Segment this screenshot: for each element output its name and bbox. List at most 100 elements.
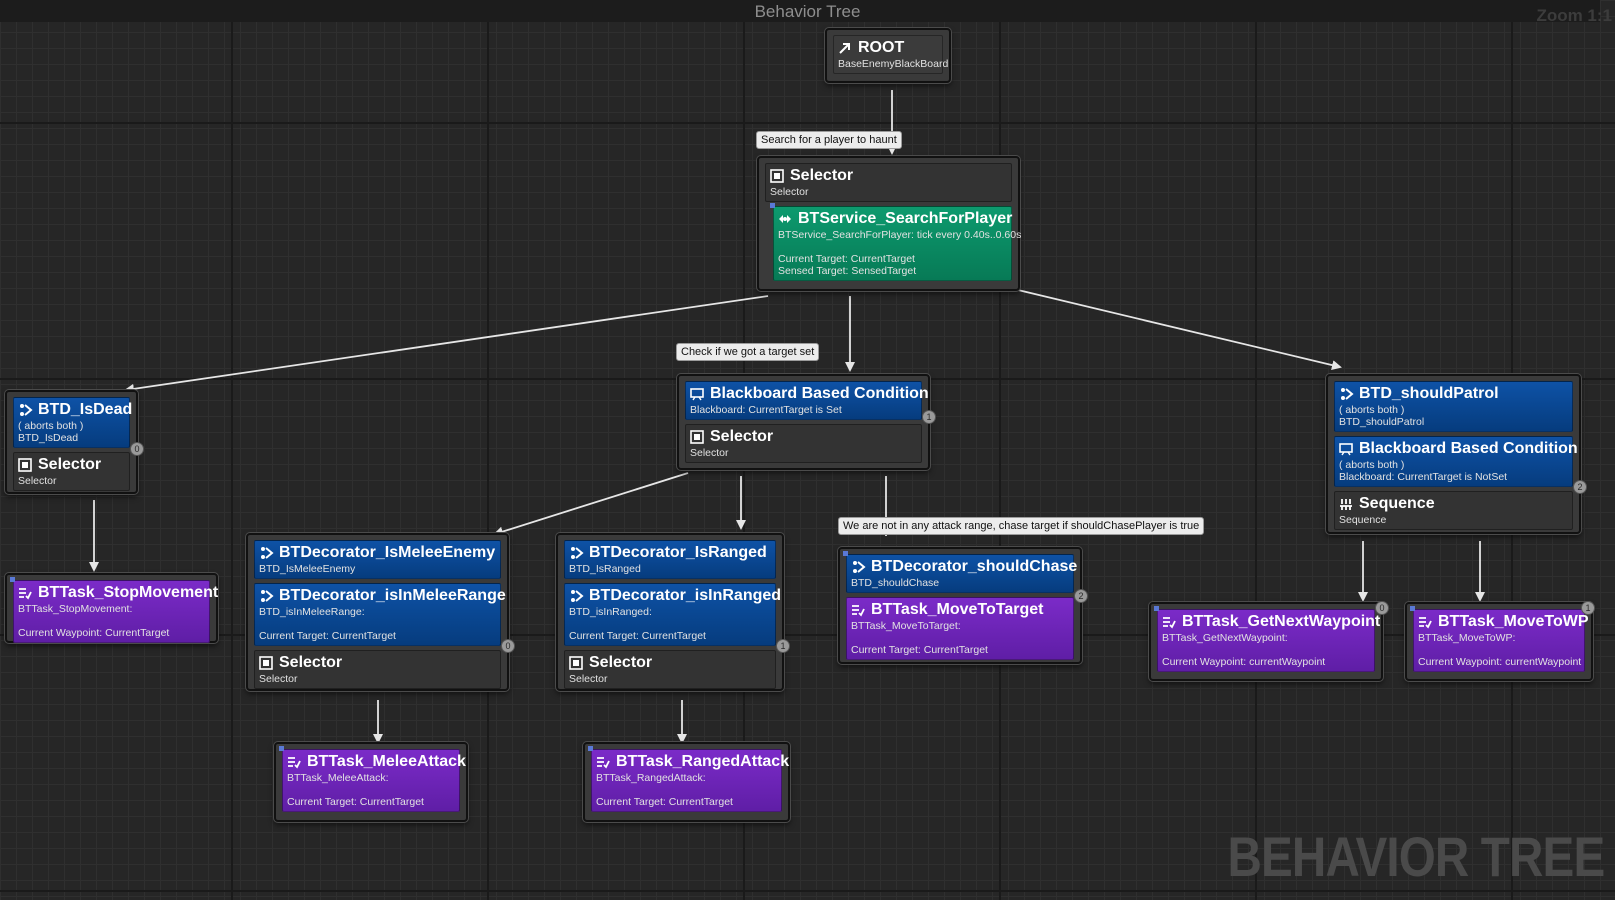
selector-icon xyxy=(18,458,32,472)
is-ranged-decorator[interactable]: BTDecorator_IsRanged BTD_IsRanged xyxy=(564,540,776,579)
blackboard-icon xyxy=(690,388,704,401)
wire-bb-melee xyxy=(493,472,689,537)
move-to-wp-title: BTTask_MoveToWP xyxy=(1438,613,1589,630)
patrol-blackboard-subtitle: Blackboard: CurrentTarget is NotSet xyxy=(1339,471,1508,483)
root-subtitle: BaseEnemyBlackBoard xyxy=(838,58,949,70)
melee-branch-node[interactable]: BTDecorator_IsMeleeEnemy BTD_IsMeleeEnem… xyxy=(246,533,515,691)
comment-chase: We are not in any attack range, chase ta… xyxy=(838,517,1205,535)
patrol-blackboard-aborts: ( aborts both ) xyxy=(1339,459,1405,471)
patrol-sequence-subtitle: Sequence xyxy=(1339,514,1387,526)
execution-index-badge: 0 xyxy=(1375,601,1389,615)
wire-selector-patrol xyxy=(1017,289,1342,371)
in-ranged-decorator[interactable]: BTDecorator_isInRanged BTD_isInRanged: C… xyxy=(564,583,781,646)
task-icon xyxy=(19,588,32,600)
execution-index-badge: 0 xyxy=(130,442,144,456)
root-body: ROOT BaseEnemyBlackBoard xyxy=(833,35,949,74)
execution-index-badge: 2 xyxy=(1573,480,1587,494)
stop-movement-subtitle: BTTask_StopMovement: xyxy=(18,603,133,615)
task-pin xyxy=(1154,606,1159,611)
stop-movement-waypoint: Current Waypoint: CurrentTarget xyxy=(18,627,170,639)
blackboard-selector-title: Selector xyxy=(710,428,774,445)
ranged-attack-node[interactable]: BTTask_RangedAttack BTTask_RangedAttack:… xyxy=(583,742,790,822)
move-to-target-subtitle: BTTask_MoveToTarget: xyxy=(851,620,961,632)
move-to-target-task: BTTask_MoveToTarget BTTask_MoveToTarget:… xyxy=(846,597,1074,660)
behavior-tree-watermark: BEHAVIOR TREE xyxy=(1227,825,1605,888)
melee-attack-task: BTTask_MeleeAttack BTTask_MeleeAttack: C… xyxy=(279,746,466,812)
execution-index-badge: 1 xyxy=(1581,601,1595,615)
melee-attack-node[interactable]: BTTask_MeleeAttack BTTask_MeleeAttack: C… xyxy=(274,742,468,822)
in-melee-range-decorator[interactable]: BTDecorator_isInMeleeRange BTD_isInMelee… xyxy=(254,583,506,646)
patrol-node[interactable]: BTD_shouldPatrol ( aborts both ) BTD_sho… xyxy=(1326,374,1587,534)
move-to-wp-node[interactable]: BTTask_MoveToWP BTTask_MoveToWP: Current… xyxy=(1405,601,1595,681)
patrol-sequence-title: Sequence xyxy=(1359,495,1435,512)
is-melee-enemy-decorator[interactable]: BTDecorator_IsMeleeEnemy BTD_IsMeleeEnem… xyxy=(254,540,501,579)
graph-title-bar xyxy=(0,0,1600,22)
is-dead-subtitle: BTD_IsDead xyxy=(18,432,79,444)
is-melee-enemy-subtitle: BTD_IsMeleeEnemy xyxy=(259,563,356,575)
service-title: BTService_SearchForPlayer xyxy=(798,210,1013,227)
service-icon xyxy=(779,215,791,223)
task-pin xyxy=(10,577,15,582)
decorator-icon xyxy=(1341,388,1354,400)
root-icon xyxy=(839,43,850,54)
should-patrol-decorator[interactable]: BTD_shouldPatrol ( aborts both ) BTD_sho… xyxy=(1334,381,1573,432)
stop-movement-task: BTTask_StopMovement BTTask_StopMovement:… xyxy=(10,577,218,643)
wire-selector-isdead xyxy=(124,295,769,394)
execution-index-badge: 2 xyxy=(1074,589,1088,603)
task-icon xyxy=(1163,617,1176,629)
blackboard-condition-subtitle: Blackboard: CurrentTarget is Set xyxy=(690,404,842,416)
move-to-wp-task: BTTask_MoveToWP BTTask_MoveToWP: Current… xyxy=(1410,606,1589,672)
ranged-selector: Selector Selector xyxy=(564,650,776,689)
next-waypoint-task: BTTask_GetNextWaypoint BTTask_GetNextWay… xyxy=(1154,606,1380,672)
top-selector-title: Selector xyxy=(790,167,854,184)
service-current-target: Current Target: CurrentTarget xyxy=(778,253,915,265)
in-melee-range-target: Current Target: CurrentTarget xyxy=(259,630,396,642)
is-dead-selector-subtitle: Selector xyxy=(18,475,57,487)
root-node[interactable]: ROOT BaseEnemyBlackBoard xyxy=(825,28,951,83)
is-dead-selector: Selector Selector xyxy=(13,452,130,491)
in-melee-range-title: BTDecorator_isInMeleeRange xyxy=(279,587,506,604)
comment-check-target: Check if we got a target set xyxy=(676,343,820,361)
is-dead-aborts: ( aborts both ) xyxy=(18,420,84,432)
zoom-level: Zoom 1:1 xyxy=(1536,6,1612,25)
ranged-selector-subtitle: Selector xyxy=(569,673,608,685)
is-dead-node[interactable]: BTD_IsDead ( aborts both ) BTD_IsDead Se… xyxy=(5,390,144,494)
selector-icon xyxy=(569,656,583,670)
selector-icon xyxy=(259,656,273,670)
next-waypoint-subtitle: BTTask_GetNextWaypoint: xyxy=(1162,632,1288,644)
blackboard-condition-node[interactable]: Blackboard Based Condition Blackboard: C… xyxy=(677,374,936,470)
task-pin xyxy=(279,746,284,751)
blackboard-condition-decorator[interactable]: Blackboard Based Condition Blackboard: C… xyxy=(685,381,929,420)
decorator-icon xyxy=(261,590,274,602)
chase-branch-node[interactable]: BTDecorator_shouldChase BTD_shouldChase … xyxy=(838,547,1088,664)
melee-attack-subtitle: BTTask_MeleeAttack: xyxy=(287,772,389,784)
is-dead-selector-title: Selector xyxy=(38,456,102,473)
execution-index-badge: 1 xyxy=(776,639,790,653)
decorator-icon xyxy=(20,404,33,416)
decorator-icon xyxy=(571,547,584,559)
top-selector-subtitle: Selector xyxy=(770,186,809,198)
should-chase-decorator[interactable]: BTDecorator_shouldChase BTD_shouldChase xyxy=(843,551,1077,593)
decorator-icon xyxy=(261,547,274,559)
ranged-branch-node[interactable]: BTDecorator_IsRanged BTD_IsRanged BTDeco… xyxy=(556,533,790,691)
move-to-wp-line: Current Waypoint: currentWaypoint xyxy=(1418,656,1582,668)
in-ranged-subtitle: BTD_isInRanged: xyxy=(569,606,652,618)
stop-movement-node[interactable]: BTTask_StopMovement BTTask_StopMovement:… xyxy=(5,573,218,643)
blackboard-icon xyxy=(1339,443,1353,456)
in-ranged-title: BTDecorator_isInRanged xyxy=(589,587,782,604)
task-icon xyxy=(852,605,865,617)
ranged-attack-target: Current Target: CurrentTarget xyxy=(596,796,733,808)
melee-selector: Selector Selector xyxy=(254,650,501,689)
stop-movement-title: BTTask_StopMovement xyxy=(38,584,219,601)
service-search-for-player[interactable]: BTService_SearchForPlayer BTService_Sear… xyxy=(770,203,1021,281)
execution-index-badge: 1 xyxy=(922,410,936,424)
should-patrol-title: BTD_shouldPatrol xyxy=(1359,385,1499,402)
top-selector-node[interactable]: Selector Selector BTService_SearchForPla… xyxy=(757,156,1021,291)
execution-index-badge: 0 xyxy=(501,639,515,653)
is-ranged-title: BTDecorator_IsRanged xyxy=(589,544,767,561)
top-selector-composite: Selector Selector xyxy=(765,163,1012,202)
is-dead-decorator[interactable]: BTD_IsDead ( aborts both ) BTD_IsDead xyxy=(13,397,132,448)
patrol-blackboard-decorator[interactable]: Blackboard Based Condition ( aborts both… xyxy=(1334,436,1578,487)
next-waypoint-node[interactable]: BTTask_GetNextWaypoint BTTask_GetNextWay… xyxy=(1149,601,1389,681)
decorator-pin xyxy=(843,551,848,556)
